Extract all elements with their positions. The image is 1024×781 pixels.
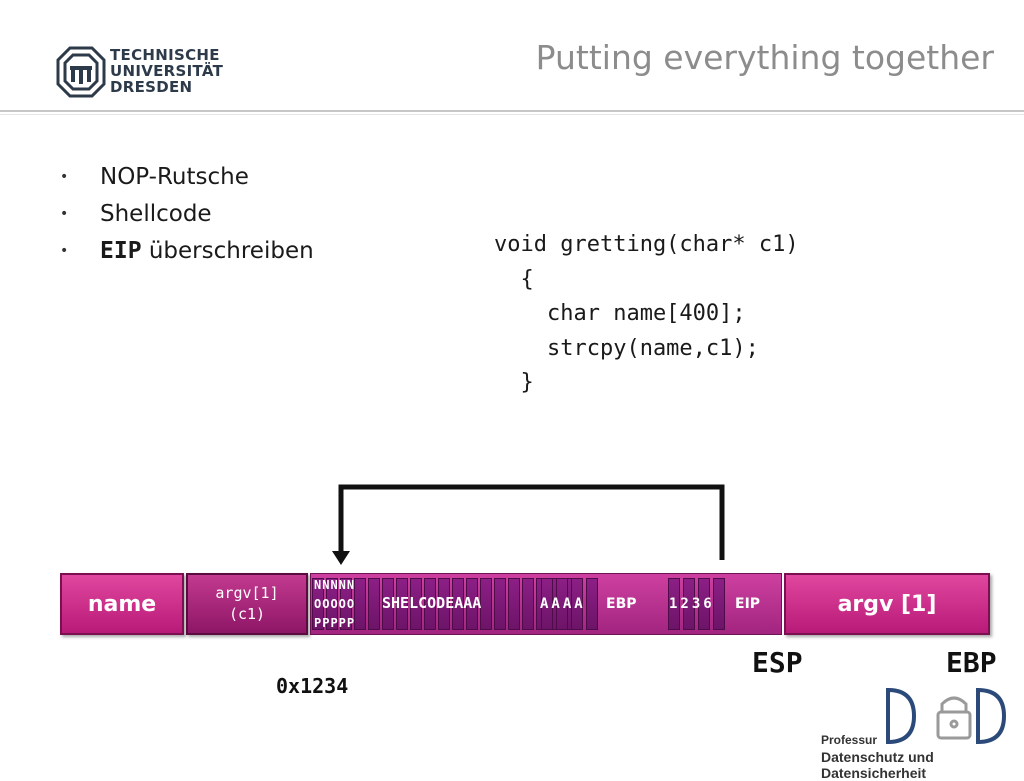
bullet-icon: • bbox=[60, 242, 69, 259]
bullet-icon: • bbox=[60, 168, 69, 185]
stack-label-c1: (c1) bbox=[228, 605, 266, 623]
shellcode-label: SHELCODEAAA bbox=[382, 594, 482, 612]
nop-line: OOOOO bbox=[314, 597, 356, 611]
dud-line2: Datenschutz und Datensicherheit bbox=[821, 749, 934, 781]
code-line: char name[400]; bbox=[494, 301, 746, 326]
payload-byte bbox=[522, 578, 534, 630]
filler-label: AAAA bbox=[540, 596, 586, 612]
ebp-label: EBP bbox=[946, 646, 997, 679]
payload-byte bbox=[713, 578, 725, 630]
bullet-item: • Shellcode bbox=[60, 195, 314, 232]
dud-line1: Professur bbox=[821, 733, 878, 747]
stack-label-argv: argv [1] bbox=[837, 591, 937, 617]
payload-byte bbox=[410, 578, 422, 630]
stack-cell-argv: argv [1] bbox=[784, 573, 990, 635]
bullet-list: • NOP-Rutsche • Shellcode • EIP überschr… bbox=[60, 158, 314, 269]
payload-byte bbox=[556, 578, 568, 630]
payload-byte bbox=[668, 578, 680, 630]
bullet-text: Shellcode bbox=[100, 200, 212, 227]
return-address-label: 1236 bbox=[669, 596, 715, 612]
payload-byte bbox=[683, 578, 695, 630]
code-line: } bbox=[494, 370, 534, 395]
nop-line: NNNNN bbox=[314, 578, 356, 592]
stack-label-name: name bbox=[87, 591, 157, 617]
institution-line: UNIVERSITÄT bbox=[110, 62, 224, 80]
institution-line: DRESDEN bbox=[110, 78, 193, 96]
arrow-head-icon bbox=[332, 551, 350, 565]
institution-line: TECHNISCHE bbox=[110, 46, 220, 64]
payload-byte bbox=[571, 578, 583, 630]
stack-cell-name: name bbox=[60, 573, 184, 635]
bullet-text: NOP-Rutsche bbox=[100, 163, 249, 190]
tu-dresden-emblem-icon bbox=[56, 46, 106, 98]
bullet-code: EIP bbox=[100, 237, 142, 264]
payload-byte bbox=[541, 578, 553, 630]
saved-ebp-label: EBP bbox=[606, 596, 637, 612]
dud-emblem-icon bbox=[886, 687, 1007, 745]
payload-byte bbox=[452, 578, 464, 630]
payload-byte bbox=[368, 578, 380, 630]
bullet-item: • NOP-Rutsche bbox=[60, 158, 314, 195]
payload-byte bbox=[326, 578, 338, 630]
header-divider bbox=[0, 110, 1024, 112]
payload-byte bbox=[382, 578, 394, 630]
payload-byte bbox=[438, 578, 450, 630]
payload-byte bbox=[466, 578, 478, 630]
payload-byte bbox=[494, 578, 506, 630]
payload-byte bbox=[586, 578, 598, 630]
stack-cell-c1: argv[1] (c1) bbox=[186, 573, 308, 635]
payload-byte bbox=[508, 578, 520, 630]
tu-dresden-logo bbox=[56, 46, 236, 98]
payload-byte bbox=[424, 578, 436, 630]
bullet-item: • EIP überschreiben bbox=[60, 232, 314, 269]
nop-line: PPPPP bbox=[314, 616, 356, 630]
payload-byte bbox=[312, 578, 324, 630]
nop-sled-label: NNNNN OOOOO PPPPP bbox=[314, 576, 380, 633]
code-line: strcpy(name,c1); bbox=[494, 335, 759, 361]
payload-byte bbox=[354, 578, 366, 630]
slide-title: Putting everything together bbox=[535, 38, 994, 77]
bullet-icon: • bbox=[60, 205, 69, 222]
payload-byte bbox=[480, 578, 492, 630]
code-line: void gretting(char* c1) bbox=[494, 232, 799, 257]
payload-byte bbox=[698, 578, 710, 630]
dud-logo: Professur Datenschutz und Datensicherhei… bbox=[818, 682, 1024, 781]
code-line: { bbox=[494, 266, 534, 292]
saved-eip-label: EIP bbox=[735, 596, 761, 612]
esp-label: ESP bbox=[752, 646, 803, 679]
payload-byte bbox=[340, 578, 352, 630]
header-divider-shadow bbox=[0, 114, 1024, 115]
institution-name: TECHNISCHE UNIVERSITÄT DRESDEN bbox=[110, 47, 223, 95]
code-block: void gretting(char* c1) { char name[400]… bbox=[494, 228, 799, 401]
payload-byte bbox=[396, 578, 408, 630]
bullet-text: überschreiben bbox=[141, 237, 314, 264]
stack-label-c1: argv[1] bbox=[215, 584, 279, 602]
address-label: 0x1234 bbox=[276, 674, 349, 698]
